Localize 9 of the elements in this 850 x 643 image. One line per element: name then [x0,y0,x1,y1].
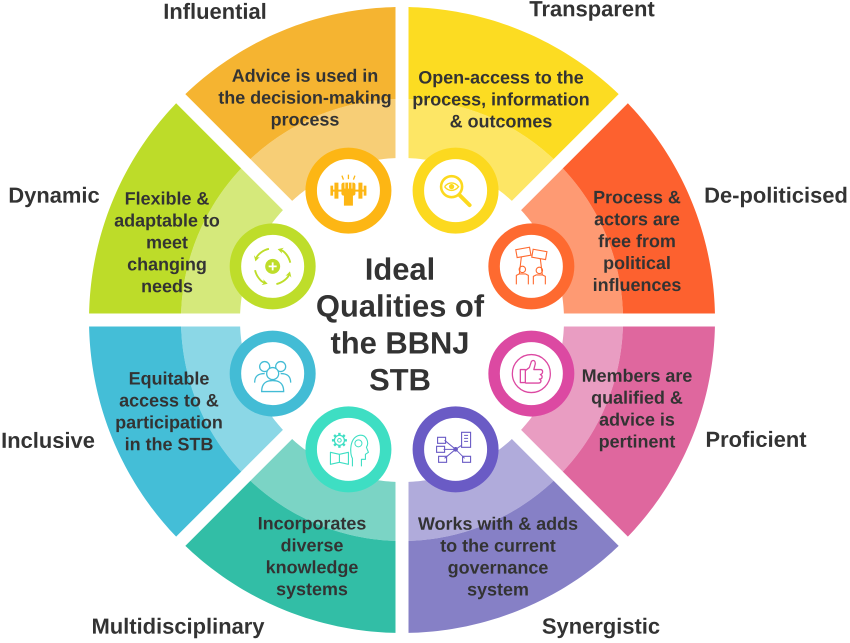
heading: Synergistic [542,618,660,638]
heading: Transparent [530,1,654,21]
heading: Multidisciplinary [93,618,264,638]
title: Ideal Qualities of the BBNJ STB [317,257,484,391]
heading: Dynamic [10,186,100,208]
heading: Proficient [706,430,806,448]
heading: Inclusive [2,432,94,448]
heading: Influential [164,2,266,20]
heading: De-politicised [706,186,846,208]
